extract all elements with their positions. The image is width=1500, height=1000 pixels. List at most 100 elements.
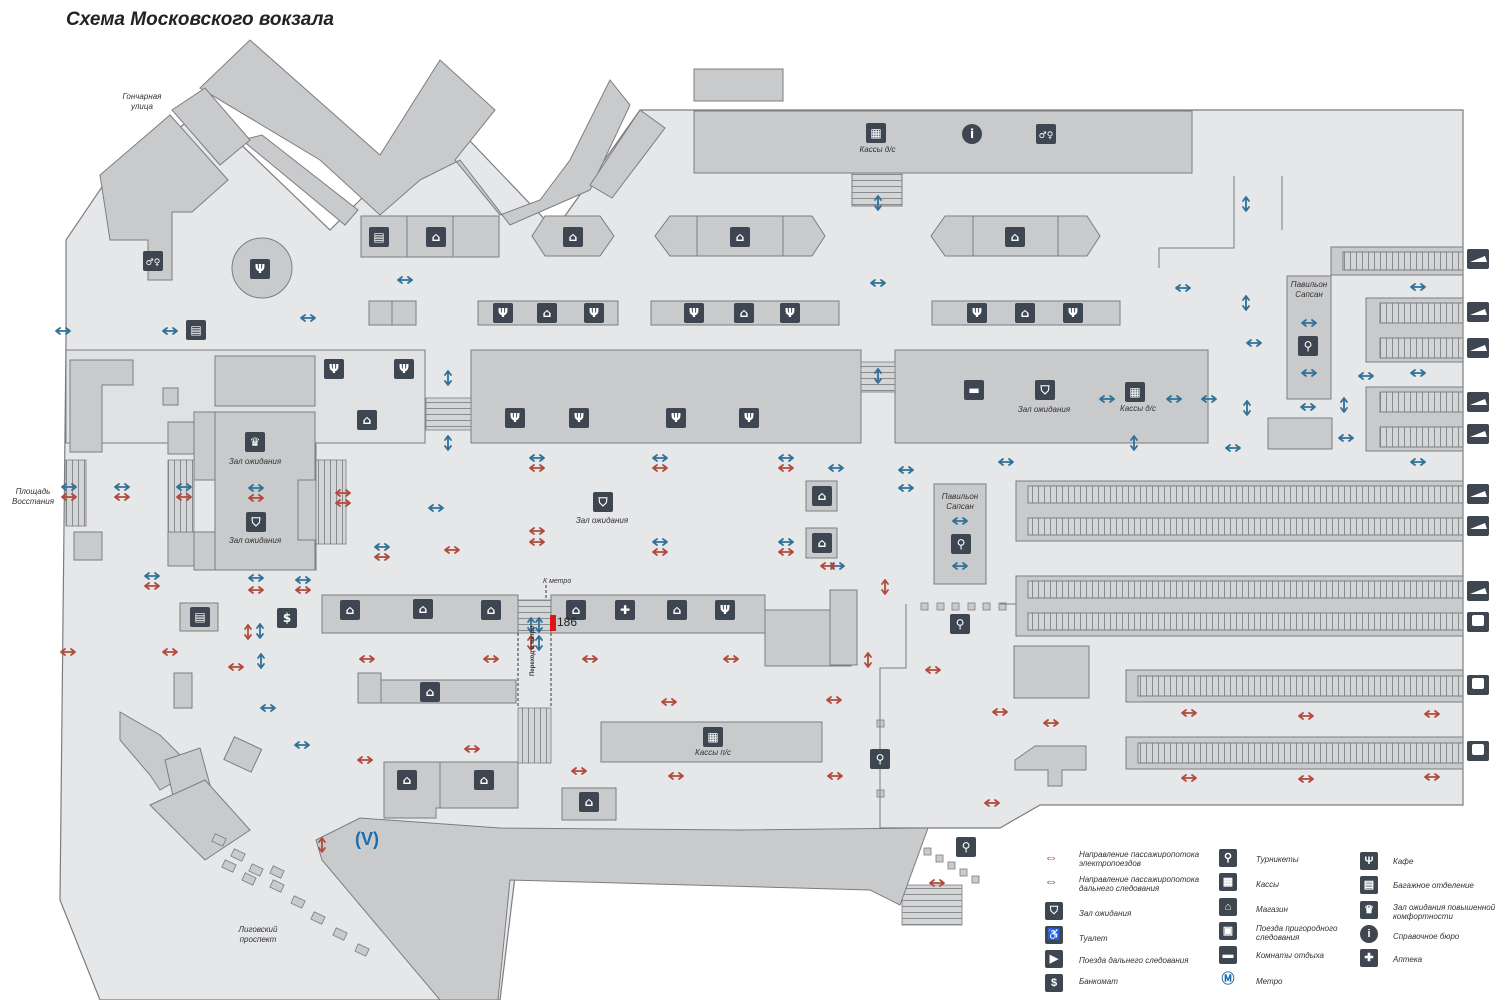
svg-text:⛉: ⛉ (250, 515, 261, 529)
legend-pharmacy: Аптека (1393, 955, 1423, 964)
arrow-long-distance-icon (257, 653, 265, 669)
luggage-icon: ▤ (369, 227, 389, 247)
shop-icon: ⌂ (812, 486, 832, 506)
comfort-lounge-icon: ♛ (1360, 901, 1378, 919)
street-vosstania: Площадь Восстания (12, 487, 54, 506)
svg-text:Ψ: Ψ (785, 306, 795, 320)
arrow-suburban-icon (335, 489, 351, 497)
legend-turnstile: Турникеты (1256, 855, 1299, 864)
arrow-long-distance-icon (1338, 434, 1354, 442)
svg-text:▤: ▤ (190, 323, 201, 337)
svg-text:Ψ: Ψ (1068, 306, 1078, 320)
arrow-suburban-icon (1424, 773, 1440, 781)
arrow-long-distance-icon (652, 454, 668, 462)
label-kassy-ds-right: Кассы д/с (1120, 404, 1156, 413)
svg-text:Ψ: Ψ (574, 411, 584, 425)
svg-text:Ψ: Ψ (720, 603, 730, 617)
svg-text:▦: ▦ (1129, 385, 1140, 399)
arrow-long-distance-icon (1201, 395, 1217, 403)
street-goncharnaya: Гончарная улица (122, 92, 162, 111)
arrow-suburban-icon (1043, 719, 1059, 727)
luggage-icon: ▤ (1360, 876, 1378, 894)
arrow-suburban-icon (661, 698, 677, 706)
waiting-hall-icon: ⛉ (246, 512, 266, 532)
shop-icon: ⌂ (563, 227, 583, 247)
arrow-suburban-icon (60, 648, 76, 656)
metro-icon[interactable]: (V) (355, 829, 379, 849)
cafe-icon: Ψ (493, 303, 513, 323)
arrow-long-distance-icon (295, 576, 311, 584)
toilet-icon: ♿ (1045, 926, 1063, 944)
waiting-hall-icon: ⛉ (1035, 380, 1055, 400)
svg-text:Ψ: Ψ (399, 362, 409, 376)
location-marker[interactable] (550, 615, 556, 631)
svg-text:⚲: ⚲ (957, 537, 966, 551)
label-kassy-ds-top: Кассы д/с (859, 145, 896, 154)
arrow-suburban-icon (61, 493, 77, 501)
arrow-long-distance-icon (870, 279, 886, 287)
turnstile-icon: ⚲ (1298, 336, 1318, 356)
cafe-icon: Ψ (505, 408, 525, 428)
cafe-icon: Ψ (739, 408, 759, 428)
arrow-long-distance-icon (1410, 458, 1426, 466)
shop-icon: ⌂ (397, 770, 417, 790)
turnstile-icon: ⚲ (870, 749, 890, 769)
atm-icon: $ (277, 608, 297, 628)
arrow-long-distance-icon (1301, 319, 1317, 327)
cafe-icon: Ψ (666, 408, 686, 428)
arrow-suburban-icon (374, 553, 390, 561)
info-icon: i (1360, 925, 1378, 943)
svg-text:⌂: ⌂ (818, 536, 827, 550)
shop-icon: ⌂ (426, 227, 446, 247)
arrow-suburban-icon (723, 655, 739, 663)
arrow-suburban-icon (483, 655, 499, 663)
svg-text:▦: ▦ (870, 126, 881, 140)
arrow-long-distance-icon (176, 483, 192, 491)
svg-text:⌂: ⌂ (740, 306, 749, 320)
arrow-long-distance-icon (248, 484, 264, 492)
arrow-long-distance-icon (529, 454, 545, 462)
long-distance-train-icon (1467, 424, 1489, 444)
arrow-suburban-icon (162, 648, 178, 656)
legend-long-distance: Поезда дальнего следования (1079, 956, 1189, 965)
arrow-suburban-icon (529, 538, 545, 546)
arrow-suburban-icon (820, 562, 836, 570)
arrow-suburban-icon (652, 548, 668, 556)
arrow-long-distance-icon (114, 483, 130, 491)
svg-text:▬: ▬ (968, 383, 979, 397)
arrow-suburban-icon (1181, 709, 1197, 717)
arrow-long-distance-icon (828, 464, 844, 472)
arrow-long-distance-icon (248, 574, 264, 582)
toilet-icon: ♂♀ (143, 251, 163, 271)
arrow-long-distance-icon (162, 327, 178, 335)
svg-text:⌂: ⌂ (673, 603, 682, 617)
shop-icon: ⌂ (579, 792, 599, 812)
rest-rooms-icon: ▬ (964, 380, 984, 400)
arrow-long-distance-icon (652, 538, 668, 546)
svg-text:Ψ: Ψ (589, 306, 599, 320)
svg-text:Ψ: Ψ (329, 362, 339, 376)
arrow-suburban-icon (778, 548, 794, 556)
arrow-long-distance-icon (55, 327, 71, 335)
toilet-icon: ♂♀ (1036, 124, 1056, 144)
arrow-suburban-icon (527, 635, 535, 651)
arrow-suburban-icon (1181, 774, 1197, 782)
svg-text:⌂: ⌂ (403, 773, 412, 787)
svg-text:Ψ: Ψ (744, 411, 754, 425)
svg-text:⌂: ⌂ (1011, 230, 1020, 244)
pharmacy-icon: ✚ (615, 600, 635, 620)
long-distance-train-icon (1467, 249, 1489, 269)
legend-rest-rooms: Комнаты отдыха (1256, 951, 1324, 960)
arrow-long-distance-icon (874, 368, 882, 384)
legend-toilet: Туалет (1079, 934, 1108, 943)
arrow-long-distance-icon (1166, 395, 1182, 403)
arrow-long-distance-icon (998, 458, 1014, 466)
svg-text:⚲: ⚲ (962, 840, 971, 854)
ticket-office-icon: ▦ (703, 727, 723, 747)
shop-icon: ⌂ (340, 600, 360, 620)
luggage-icon: ▤ (190, 607, 210, 627)
arrow-long-distance-icon (1242, 295, 1250, 311)
